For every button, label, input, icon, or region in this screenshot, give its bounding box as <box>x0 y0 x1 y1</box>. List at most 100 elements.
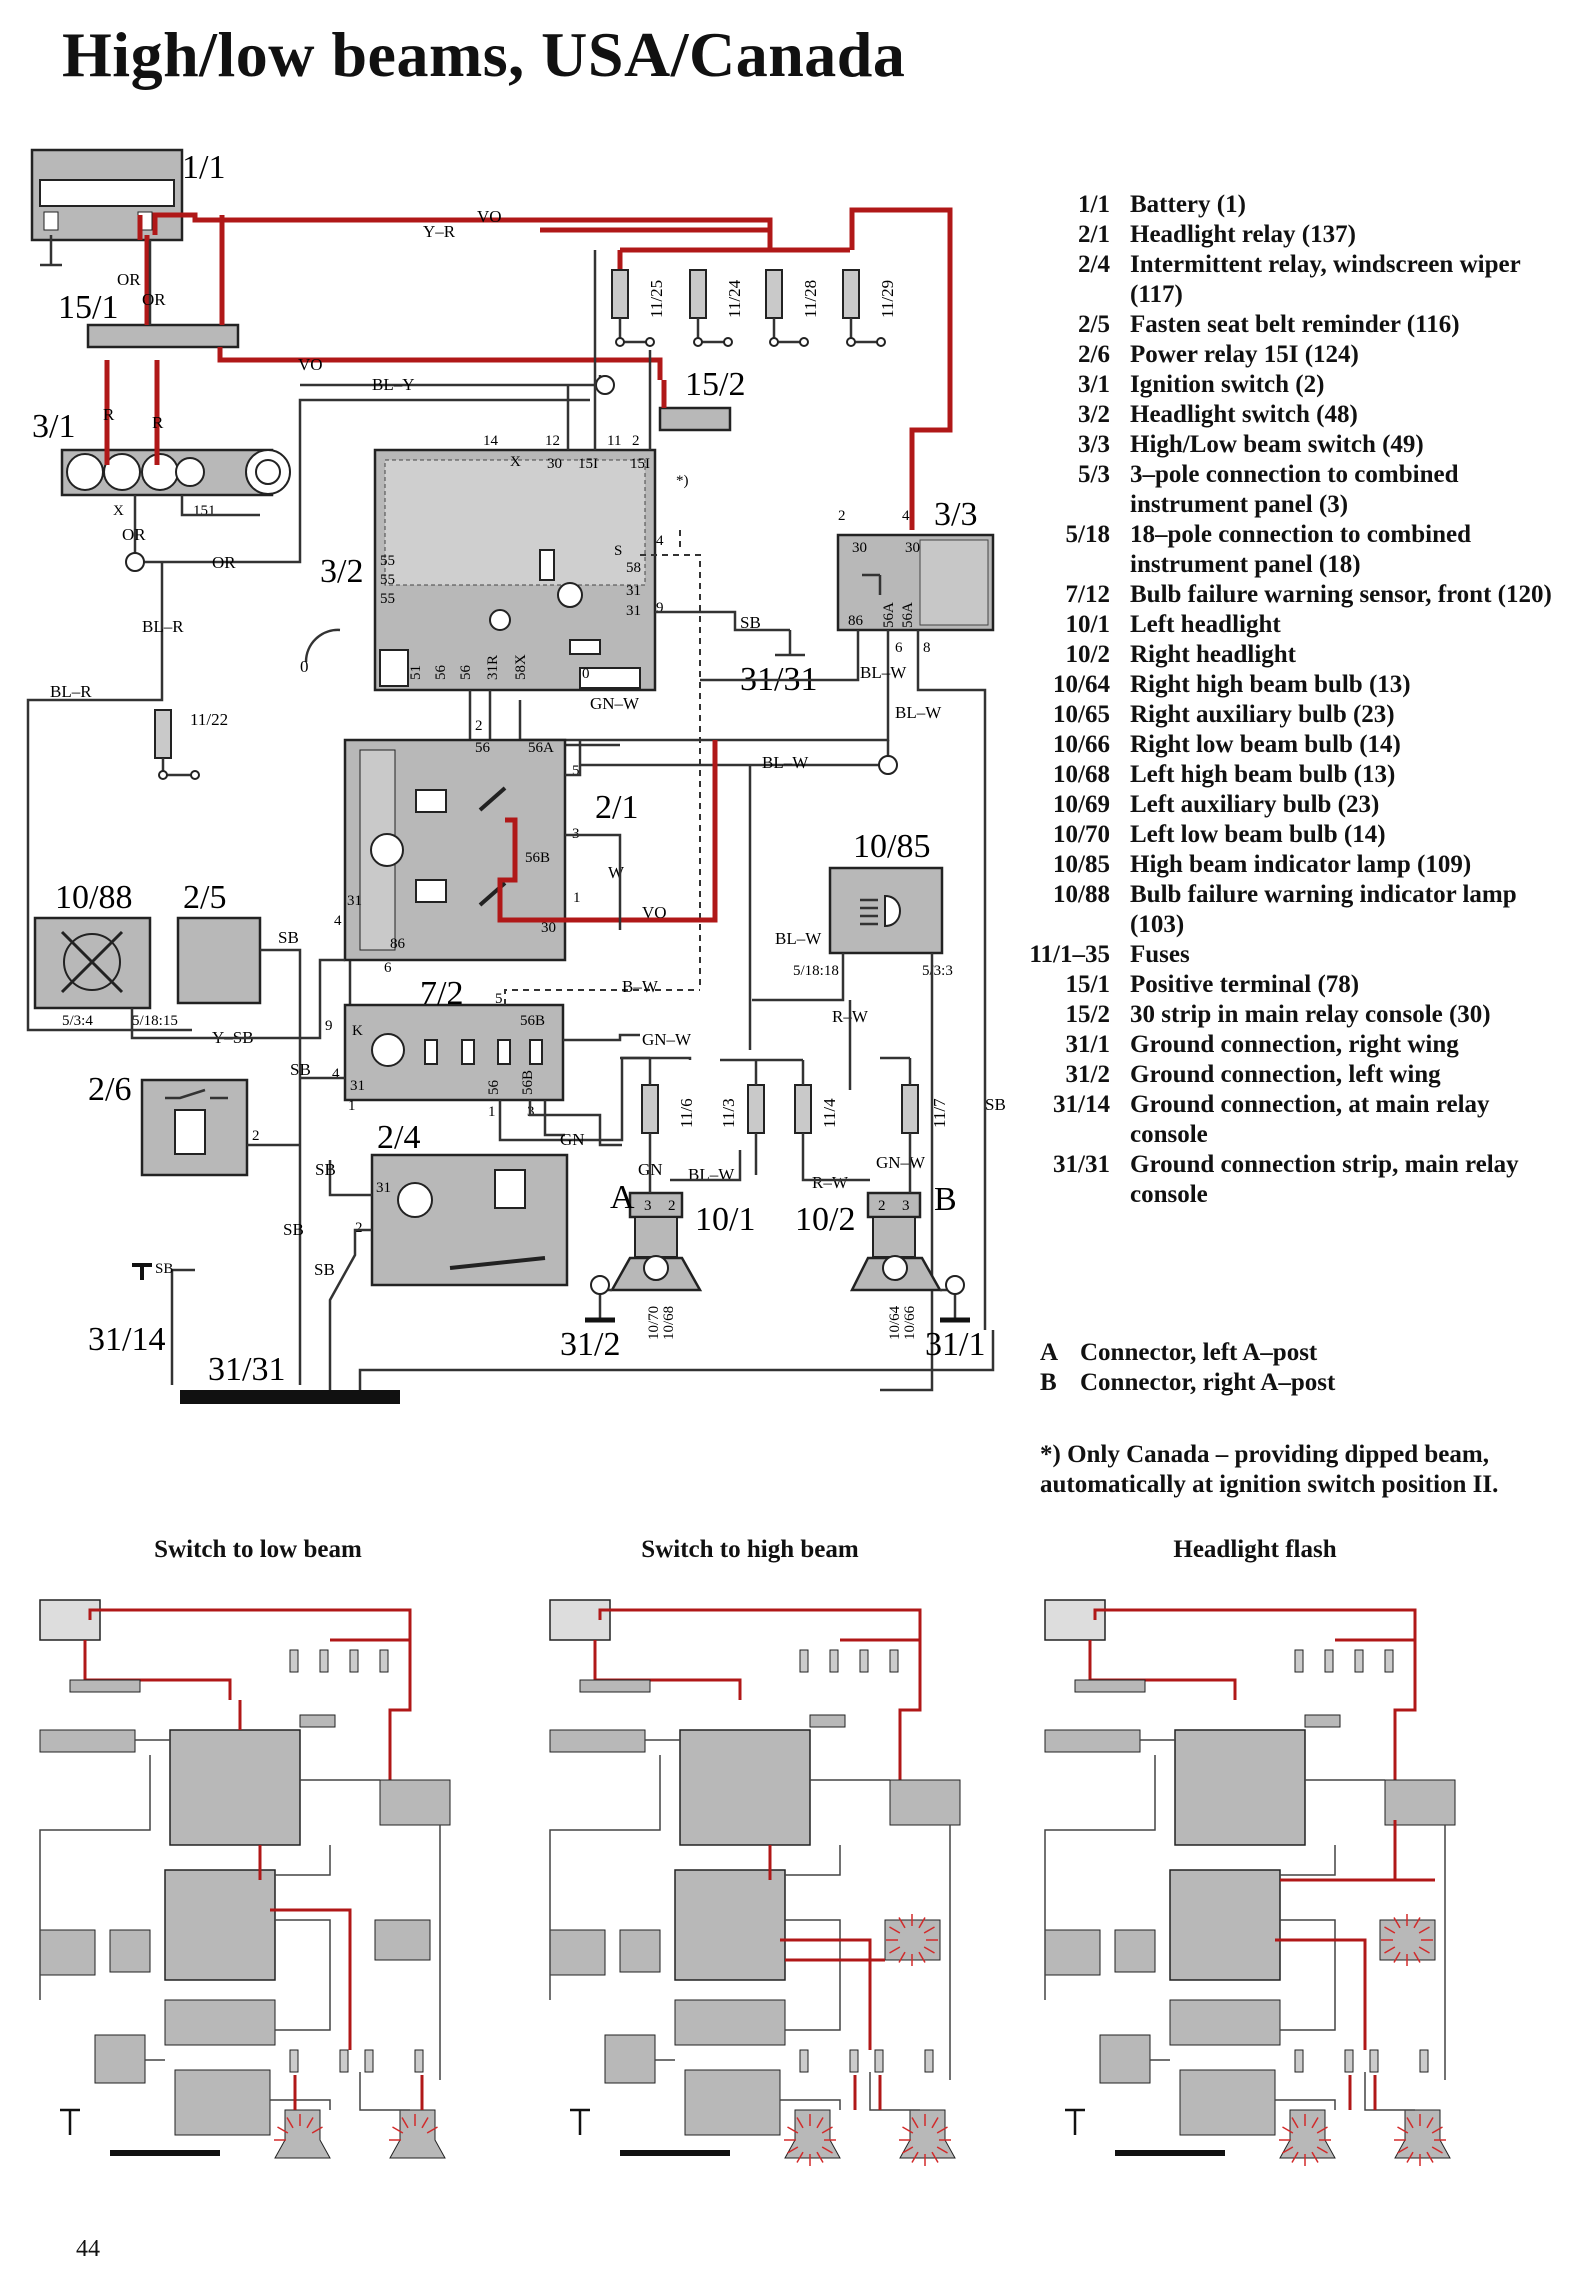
label-2-1: 2/1 <box>595 789 638 826</box>
mini-headlight-switch <box>1174 1729 1306 1846</box>
mini-headlight-switch <box>679 1729 811 1846</box>
mini-lamp-glow <box>923 1946 935 1954</box>
mini-warning-lamp <box>1044 1929 1101 1976</box>
pin-label: 2 <box>668 1198 676 1214</box>
pin-label: 56A <box>528 740 554 756</box>
pin-label: 30 <box>547 456 562 472</box>
mini-fuse <box>1354 1649 1364 1673</box>
legend-code: 2/6 <box>1078 341 1110 368</box>
pin-label: 56A <box>881 602 897 628</box>
mini-lamp-glow <box>821 2126 833 2134</box>
mini-lamp-glow <box>936 2146 948 2154</box>
wire-label-blr: BL–R <box>142 617 184 636</box>
legend-code: 3/2 <box>1078 401 1110 428</box>
intermittent-relay <box>370 1153 569 1287</box>
mini-dimmer-switch <box>889 1779 961 1826</box>
pin-label: 12 <box>545 433 560 449</box>
label-31-1: 31/1 <box>925 1326 985 1363</box>
mini-fuse <box>319 1649 329 1673</box>
legend-code: 10/70 <box>1053 821 1110 848</box>
label-31-2: 31/2 <box>560 1326 620 1363</box>
fuse-label: 11/6 <box>677 1098 696 1128</box>
wire-label-blw: BL–W <box>762 753 809 772</box>
mini-live-wire <box>88 1608 412 1820</box>
mini-lamp-glow <box>306 2117 314 2129</box>
pin-label: 1 <box>488 1104 496 1120</box>
mini-right-headlight <box>389 2109 446 2159</box>
battery <box>30 148 184 267</box>
legend-code: B <box>1040 1369 1057 1396</box>
label-2-4: 2/4 <box>377 1119 420 1156</box>
wire-label-sb: SB <box>315 1160 336 1179</box>
mini-lamp-glow <box>816 2117 824 2129</box>
fuse-label: 11/29 <box>878 280 897 318</box>
label-3-2: 3/2 <box>320 553 363 590</box>
pin-label: 5/3:3 <box>922 963 953 979</box>
mini-strip <box>1304 1714 1341 1728</box>
pin-label: 6 <box>895 640 903 656</box>
wire-label-or: OR <box>212 553 236 572</box>
pin-label: 55 <box>380 572 395 588</box>
mini-fuse <box>1384 1649 1394 1673</box>
fuse-11-22 <box>154 709 172 759</box>
mini-lamp-glow <box>1311 2117 1319 2129</box>
pin-label: 4 <box>902 508 910 524</box>
mini-lamp-glow <box>1418 1946 1430 1954</box>
mini-fuse <box>859 1649 869 1673</box>
mini-diagram-low-beam <box>39 1599 451 2159</box>
mini-lamp-glow <box>1431 2146 1443 2154</box>
caption-headlight-flash: Headlight flash <box>1173 1536 1337 1563</box>
pin-label: 56A <box>900 602 916 628</box>
mini-lamp-glow <box>1393 1917 1401 1929</box>
legend-description: Ground connection, at main relay console <box>1130 1091 1490 1148</box>
legend-description: Headlight switch (48) <box>1130 401 1358 428</box>
pin-label: 1 <box>573 890 581 906</box>
right-headlight <box>849 1191 943 1292</box>
pin-label: 4 <box>656 533 664 549</box>
pin-label: 51 <box>408 665 424 680</box>
pin-label: 2 <box>632 433 640 449</box>
pin-label: 15I <box>578 456 598 472</box>
legend-description: Ground connection, left wing <box>1130 1061 1441 1088</box>
mini-fuse <box>1344 2049 1354 2073</box>
mini-intermittent-relay <box>1179 2069 1276 2136</box>
pin-label: 30 <box>905 540 920 556</box>
mini-seat-belt <box>619 1929 661 1973</box>
mini-lamp-glow <box>821 2146 833 2154</box>
wire-label-sb: SB <box>278 928 299 947</box>
pin-label: 3 <box>902 1198 910 1214</box>
mini-lamp-glow <box>1316 2126 1328 2134</box>
pin-label: 1 <box>348 1098 356 1114</box>
mini-lamp-glow <box>1291 2117 1299 2129</box>
mini-lamp-glow <box>889 1946 901 1954</box>
mini-lamp-glow <box>286 2117 294 2129</box>
legend-code: 2/1 <box>1078 221 1110 248</box>
relay-console-30-strip <box>658 406 732 432</box>
legend-code: 10/1 <box>1065 611 1110 638</box>
legend-code: 3/1 <box>1078 371 1110 398</box>
pin-label: X <box>510 454 521 470</box>
legend-description: Right auxiliary bulb (23) <box>1130 701 1395 728</box>
left-headlight <box>609 1191 703 1292</box>
label-10-85: 10/85 <box>853 828 930 865</box>
wire-label-gn: GN <box>560 1130 585 1149</box>
wire-label-or: OR <box>122 525 146 544</box>
wire-label-blw: BL–W <box>895 703 942 722</box>
pin-label: 10/64 <box>887 1305 903 1340</box>
bulb-failure-sensor <box>343 1003 565 1102</box>
mini-ground-strip <box>110 2150 220 2156</box>
page-title: High/low beams, USA/Canada <box>62 19 906 90</box>
mini-fuse <box>379 1649 389 1673</box>
pin-label: 56 <box>433 665 449 681</box>
mini-terminal <box>1074 1679 1146 1693</box>
